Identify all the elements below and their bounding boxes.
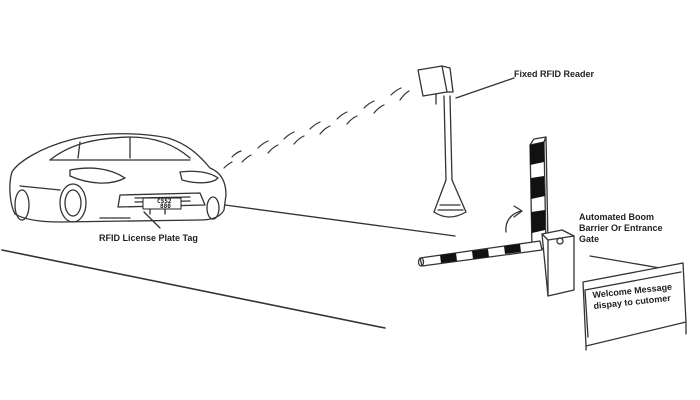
barrier-control-box bbox=[541, 229, 575, 297]
barrier-lift-arrow bbox=[505, 210, 522, 233]
road-edge-far bbox=[224, 204, 661, 269]
plate-number-line2: 880 bbox=[160, 203, 171, 210]
barrier-label-line2: Barrier Or Entrance bbox=[579, 223, 663, 233]
license-plate bbox=[142, 197, 182, 210]
barrier-label-line3: Gate bbox=[579, 234, 600, 244]
rfid-signal-waves bbox=[223, 87, 410, 169]
barrier-label-line1: Automated Boom bbox=[579, 212, 654, 222]
reader-label: Fixed RFID Reader bbox=[514, 69, 595, 79]
plate-number-line1: CSS2 bbox=[157, 198, 172, 205]
rfid-reader bbox=[417, 65, 467, 218]
welcome-sign bbox=[582, 262, 687, 351]
car-illustration bbox=[9, 133, 227, 223]
road-edge-near bbox=[1, 249, 386, 329]
tag-label-leader bbox=[143, 211, 161, 229]
plate-tag-label: RFID License Plate Tag bbox=[99, 233, 198, 243]
barrier-post-stripes bbox=[530, 142, 545, 233]
boom-arm-stripes bbox=[440, 244, 521, 263]
reader-label-leader bbox=[455, 77, 515, 99]
